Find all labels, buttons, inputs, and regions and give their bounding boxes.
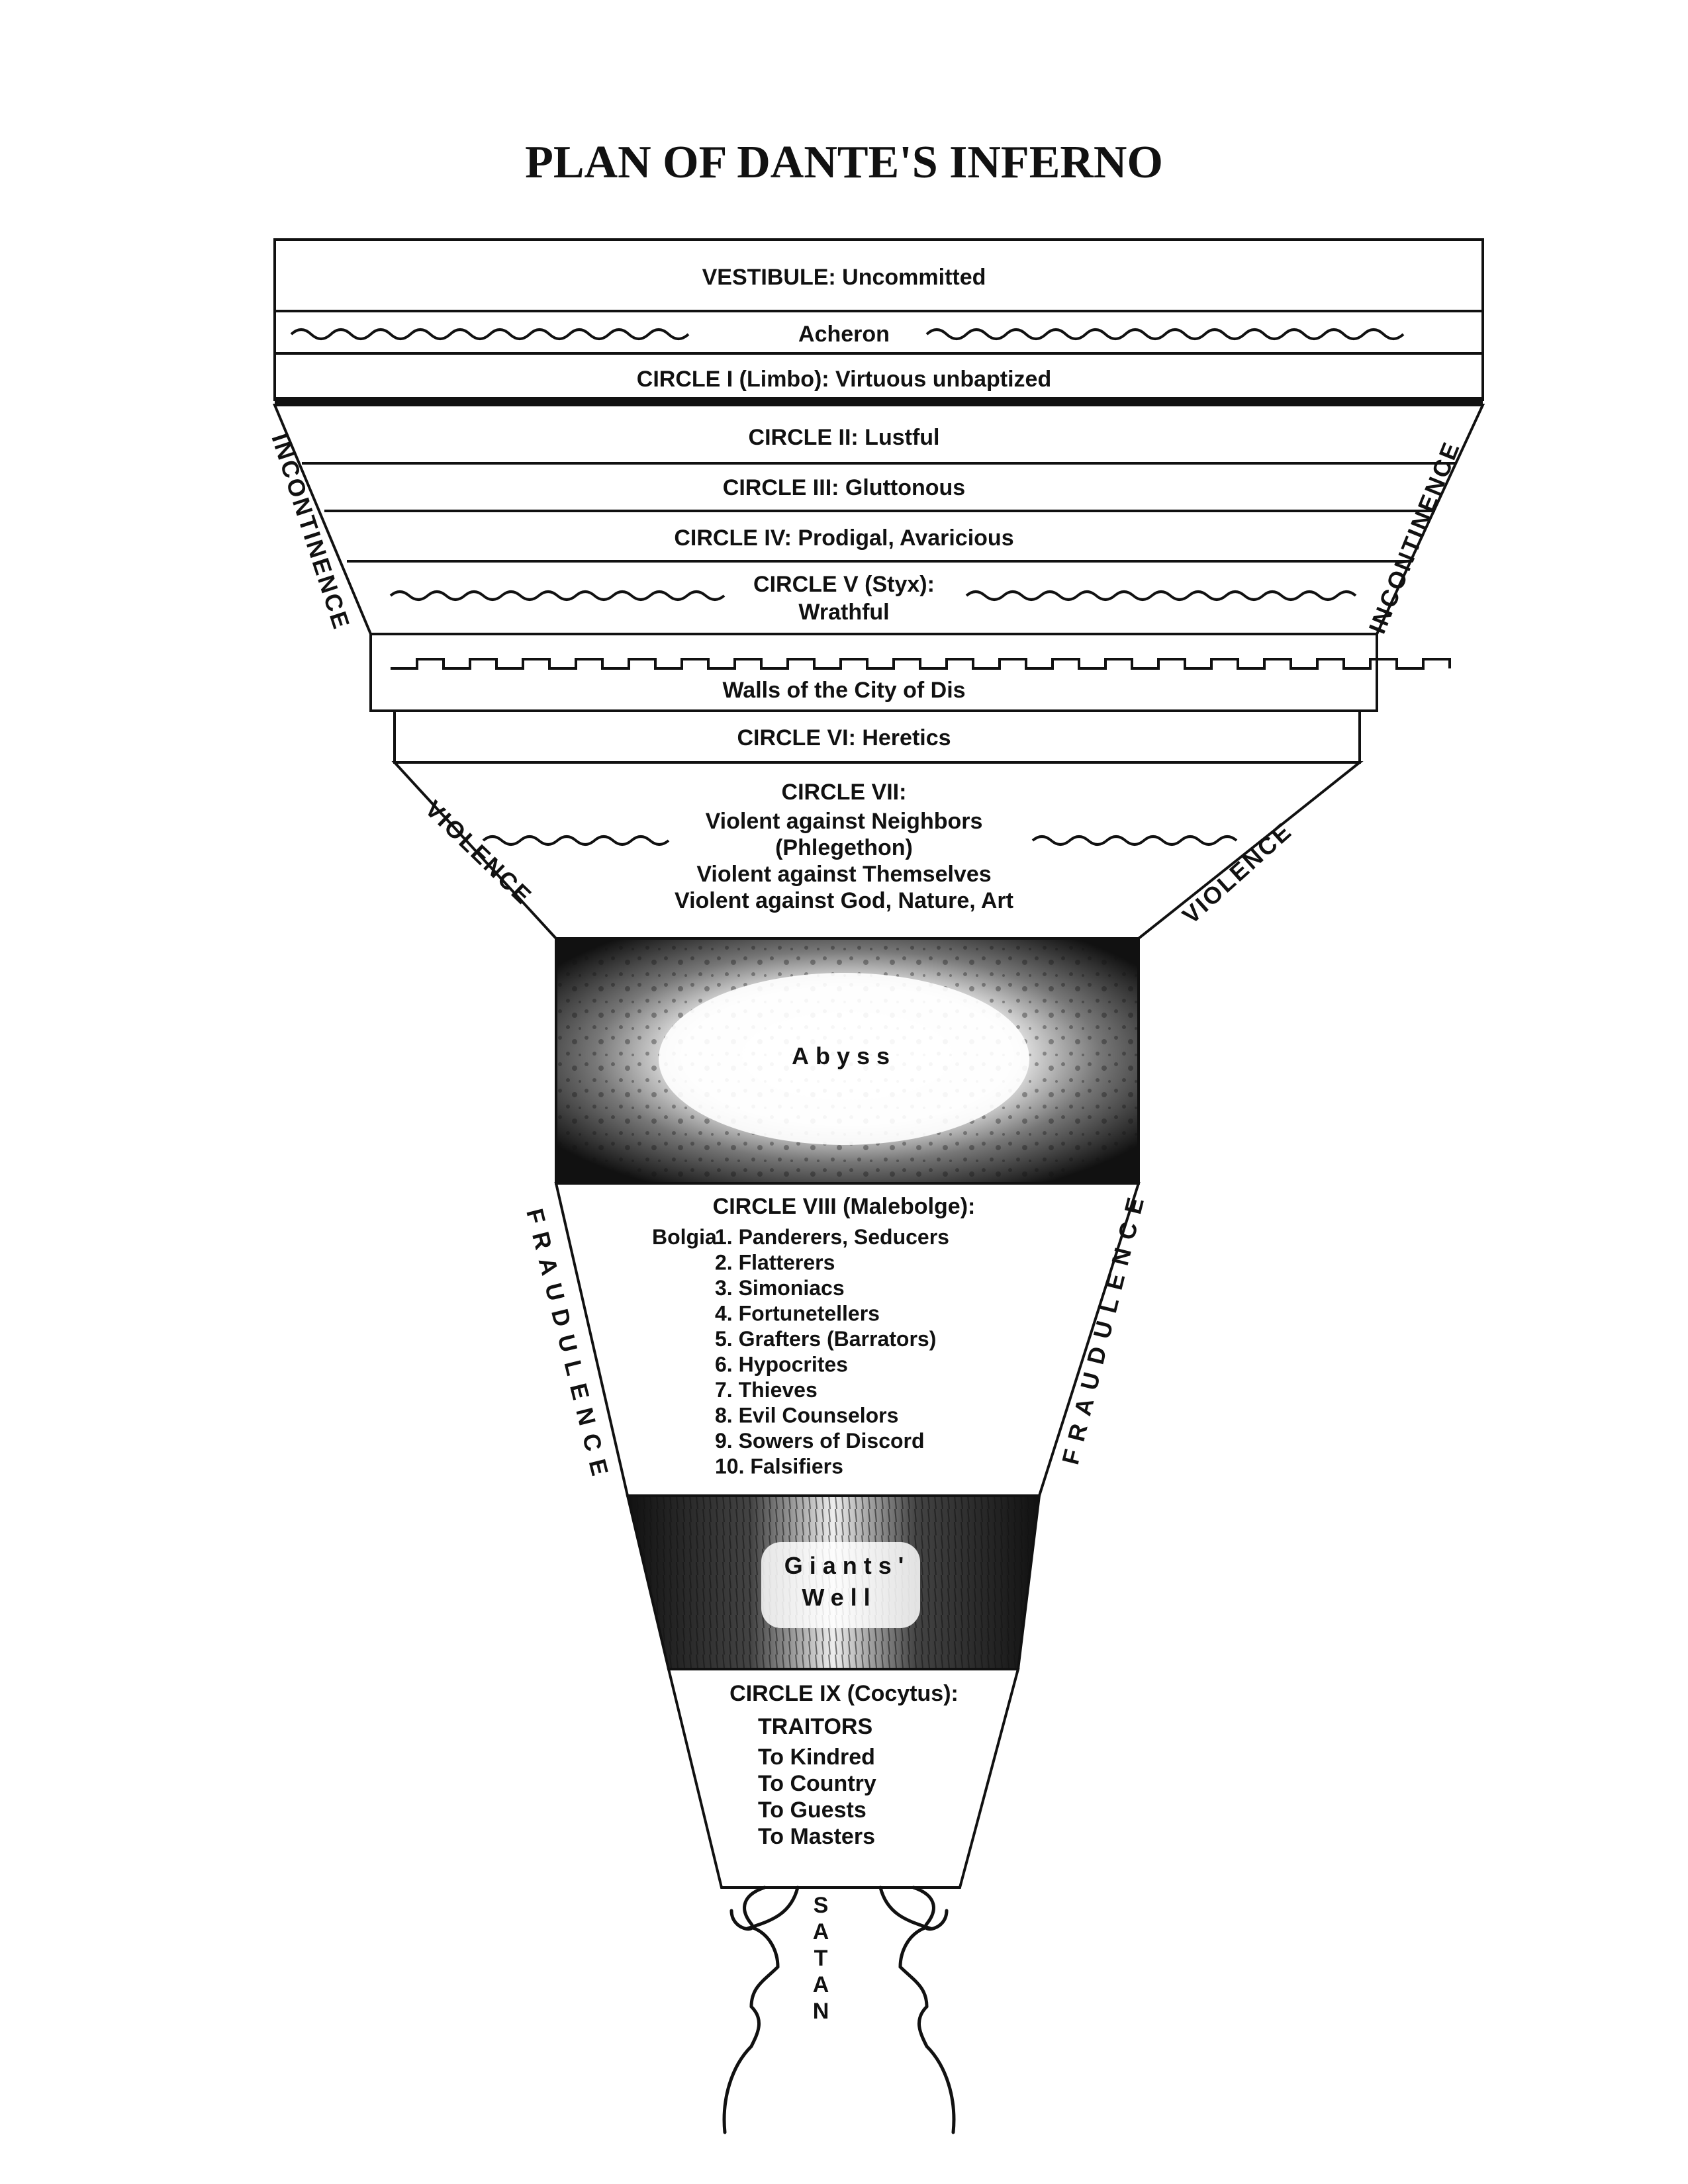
circle4-label: CIRCLE IV: Prodigal, Avaricious	[674, 525, 1013, 551]
circle9-section: CIRCLE IX (Cocytus): TRAITORS To Kindred…	[667, 1668, 1020, 1889]
violence-section: CIRCLE VII: Violent against Neighbors (P…	[391, 761, 1364, 940]
satan-right-body	[878, 1886, 956, 2134]
giants-well-clear	[761, 1542, 920, 1628]
abyss-label: Abyss	[792, 1042, 896, 1069]
circle5-label-2: Wrathful	[798, 600, 889, 625]
top-block: VESTIBULE: Uncommitted Acheron CIRCLE I …	[273, 238, 1484, 405]
circle2-label: CIRCLE II: Lustful	[749, 425, 940, 450]
circle8-section: CIRCLE VIII (Malebolge): Bolgia 1. Pande…	[554, 1182, 1141, 1497]
incontinence-section: CIRCLE II: Lustful CIRCLE III: Gluttonou…	[272, 404, 1485, 635]
bolgia-item: 4. Fortunetellers	[715, 1302, 880, 1326]
bolgia-item: 3. Simoniacs	[715, 1276, 845, 1300]
page-title: PLAN OF DANTE'S INFERNO	[525, 137, 1163, 188]
giants-well-section: Giants' Well	[626, 1494, 1041, 1670]
abyss-section: Abyss	[555, 937, 1140, 1185]
bolgia-item: 8. Evil Counselors	[715, 1404, 898, 1428]
bolgia-item: 10. Falsifiers	[715, 1455, 843, 1479]
satan-left-body	[722, 1886, 800, 2134]
satan-left-horn	[729, 1886, 767, 1931]
traitor-group-item: To Kindred	[758, 1745, 875, 1770]
vestibule-band	[273, 238, 1484, 312]
circle6-section: CIRCLE VI: Heretics	[393, 709, 1361, 764]
circle6-band	[393, 709, 1361, 764]
abyss-clear-center	[659, 973, 1029, 1145]
styx-waves-right	[965, 590, 1357, 601]
circle7-god-nature-art: Violent against God, Nature, Art	[675, 888, 1013, 913]
bolgia-label: Bolgia	[652, 1225, 717, 1249]
circle9-trapezoid	[667, 1668, 1020, 1889]
dis-section: Walls of the City of Dis	[369, 633, 1451, 712]
phlegethon-left	[482, 835, 670, 846]
dis-wall-bricks	[391, 658, 1451, 670]
phlegethon-right	[1031, 835, 1238, 846]
traitors-label: TRAITORS	[758, 1714, 872, 1739]
circle8-title: CIRCLE VIII (Malebolge):	[713, 1194, 976, 1219]
bolgia-item: 6. Hypocrites	[715, 1353, 848, 1377]
circle7-title: CIRCLE VII:	[782, 780, 907, 805]
traitor-group-item: To Masters	[758, 1824, 875, 1849]
giants-well-label-2: Well	[802, 1584, 876, 1611]
circle7-phlegethon: (Phlegethon)	[775, 835, 913, 860]
satan-letter: A	[813, 1972, 829, 1997]
satan-letter: S	[814, 1893, 829, 1918]
satan-right-horn	[912, 1886, 949, 1931]
bolgia-item: 2. Flatterers	[715, 1251, 835, 1275]
bolgia-item: 7. Thieves	[715, 1378, 818, 1402]
circle7-neighbors: Violent against Neighbors	[706, 809, 983, 834]
circle9-title: CIRCLE IX (Cocytus):	[729, 1681, 959, 1706]
bolgia-item: 9. Sowers of Discord	[715, 1429, 925, 1453]
styx-waves-left	[389, 590, 726, 601]
traitor-group-item: To Country	[758, 1771, 876, 1796]
circle6-label: CIRCLE VI: Heretics	[737, 725, 951, 751]
traitor-group-item: To Guests	[758, 1797, 867, 1823]
acheron-waves-right	[925, 328, 1405, 340]
satan-letter: N	[813, 1999, 829, 2024]
bolgia-item: 5. Grafters (Barrators)	[715, 1327, 936, 1351]
dis-label: Walls of the City of Dis	[722, 678, 965, 703]
vestibule-label: VESTIBULE: Uncommitted	[702, 265, 986, 290]
acheron-band	[273, 310, 1484, 355]
acheron-waves-left	[290, 328, 690, 340]
limbo-floor	[275, 397, 1483, 405]
giants-well-label-1: Giants'	[784, 1552, 911, 1579]
satan-letter: A	[813, 1919, 829, 1944]
dis-band	[369, 633, 1378, 712]
bolgia-item: 1. Panderers, Seducers	[715, 1225, 949, 1249]
satan-letter: T	[814, 1946, 828, 1971]
circle5-label-1: CIRCLE V (Styx):	[753, 572, 935, 597]
satan-figure	[722, 1886, 956, 2134]
circle7-themselves: Violent against Themselves	[696, 862, 991, 887]
circle3-label: CIRCLE III: Gluttonous	[723, 475, 965, 500]
circle1-label: CIRCLE I (Limbo): Virtuous unbaptized	[637, 367, 1051, 392]
acheron-label: Acheron	[798, 322, 890, 347]
